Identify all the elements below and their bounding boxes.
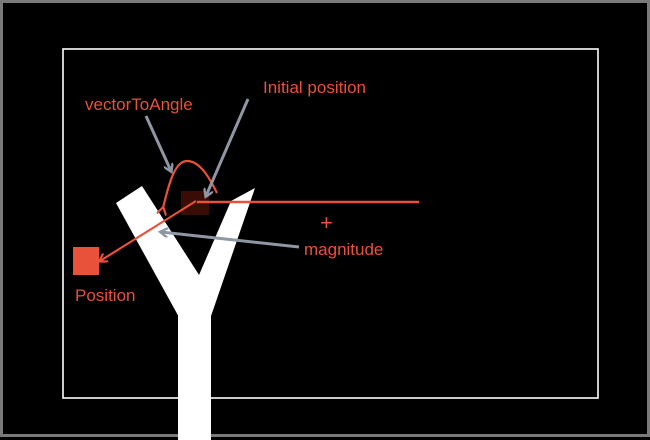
magnitude-label: magnitude xyxy=(304,240,383,259)
angle-arc xyxy=(163,159,218,208)
initial-position-pointer xyxy=(206,98,250,196)
vector-to-angle-label: vectorToAngle xyxy=(85,95,193,114)
diagram-canvas: vectorToAngle Initial position + magnitu… xyxy=(62,48,599,440)
position-label: Position xyxy=(75,286,135,305)
plus-sign: + xyxy=(320,210,333,235)
stage-boundary xyxy=(62,48,599,399)
y-sprite xyxy=(116,186,255,440)
initial-position-label: Initial position xyxy=(263,78,366,97)
magnitude-pointer xyxy=(161,232,300,249)
magnitude-vector xyxy=(100,200,197,261)
vector-to-angle-pointer xyxy=(144,115,171,171)
position-marker xyxy=(73,247,99,275)
